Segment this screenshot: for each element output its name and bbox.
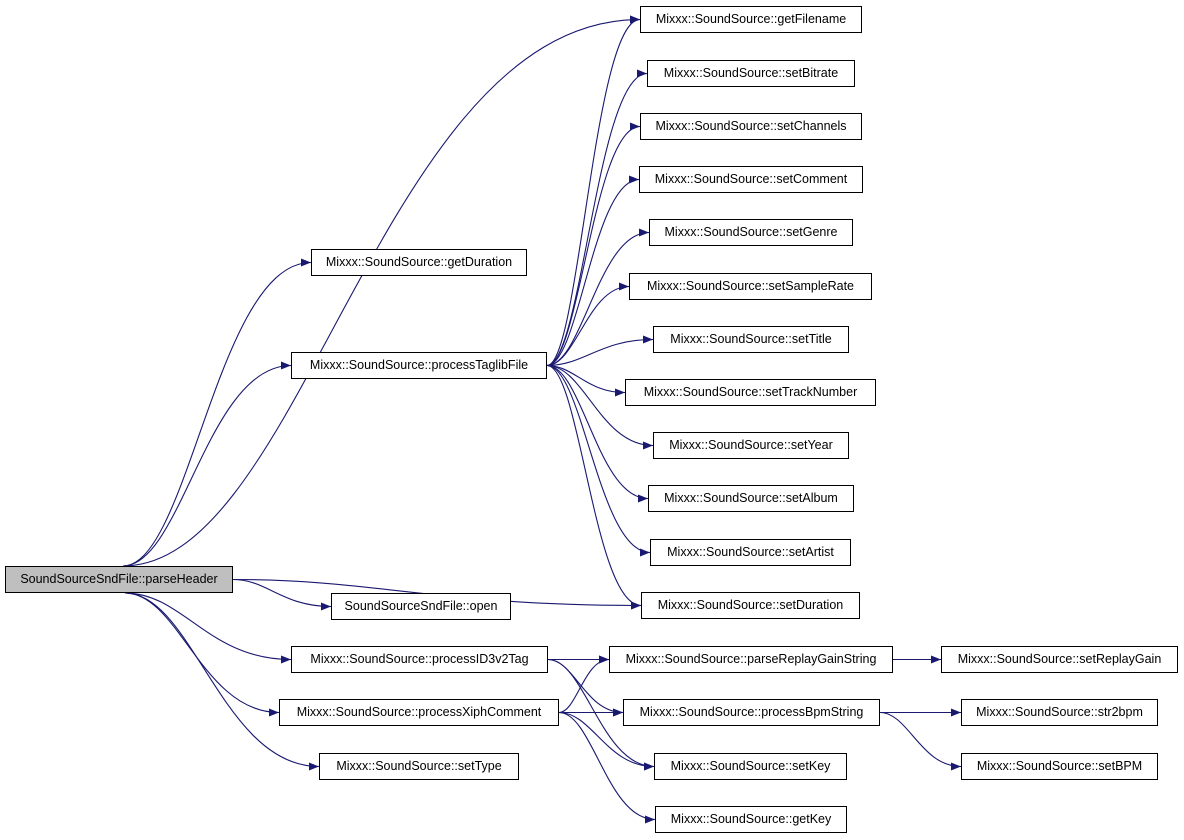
node-settype[interactable]: Mixxx::SoundSource::setType bbox=[319, 753, 519, 780]
node-setchannels[interactable]: Mixxx::SoundSource::setChannels bbox=[640, 113, 862, 140]
edge-processbpmstring-to-setbpm bbox=[879, 711, 962, 771]
node-setalbum[interactable]: Mixxx::SoundSource::setAlbum bbox=[648, 485, 854, 512]
node-setreplaygain[interactable]: Mixxx::SoundSource::setReplayGain bbox=[941, 646, 1178, 673]
edge-processtaglibfile-to-setcomment bbox=[546, 175, 640, 367]
node-setbpm[interactable]: Mixxx::SoundSource::setBPM bbox=[961, 753, 1158, 780]
edge-processtaglibfile-to-getfilename bbox=[546, 15, 641, 367]
node-setduration[interactable]: Mixxx::SoundSource::setDuration bbox=[641, 592, 860, 619]
edge-processxiphcomment-to-parsereplaygainstring bbox=[558, 655, 610, 714]
node-processxiphcomment[interactable]: Mixxx::SoundSource::processXiphComment bbox=[279, 699, 559, 726]
edge-root-to-processid3v2tag bbox=[124, 592, 292, 664]
node-parsereplaygainstring[interactable]: Mixxx::SoundSource::parseReplayGainStrin… bbox=[609, 646, 893, 673]
node-processid3v2tag[interactable]: Mixxx::SoundSource::processID3v2Tag bbox=[291, 646, 548, 673]
edge-processtaglibfile-to-settracknumber bbox=[546, 364, 626, 397]
node-setyear[interactable]: Mixxx::SoundSource::setYear bbox=[653, 432, 849, 459]
node-open[interactable]: SoundSourceSndFile::open bbox=[331, 593, 511, 620]
node-getfilename[interactable]: Mixxx::SoundSource::getFilename bbox=[640, 6, 862, 33]
node-setgenre[interactable]: Mixxx::SoundSource::setGenre bbox=[649, 219, 853, 246]
node-setsamplerate[interactable]: Mixxx::SoundSource::setSampleRate bbox=[629, 273, 872, 300]
node-getduration[interactable]: Mixxx::SoundSource::getDuration bbox=[311, 249, 527, 276]
edge-root-to-getfilename bbox=[122, 15, 641, 567]
node-parseheader[interactable]: SoundSourceSndFile::parseHeader bbox=[5, 566, 233, 593]
edge-root-to-settype bbox=[124, 592, 320, 771]
edge-processxiphcomment-to-setkey bbox=[558, 711, 655, 771]
node-setcomment[interactable]: Mixxx::SoundSource::setComment bbox=[639, 166, 863, 193]
edge-processtaglibfile-to-setchannels bbox=[546, 122, 641, 367]
node-str2bpm[interactable]: Mixxx::SoundSource::str2bpm bbox=[961, 699, 1158, 726]
edge-processtaglibfile-to-setduration bbox=[546, 364, 642, 610]
node-getkey[interactable]: Mixxx::SoundSource::getKey bbox=[655, 806, 847, 833]
edge-processtaglibfile-to-setsamplerate bbox=[546, 282, 630, 367]
edge-processtaglibfile-to-setalbum bbox=[546, 364, 649, 503]
edge-processtaglibfile-to-setyear bbox=[546, 364, 654, 450]
edge-processtaglibfile-to-setartist bbox=[546, 364, 651, 557]
node-setbitrate[interactable]: Mixxx::SoundSource::setBitrate bbox=[647, 60, 855, 87]
node-processtaglibfile[interactable]: Mixxx::SoundSource::processTaglibFile bbox=[291, 352, 547, 379]
edge-root-to-open bbox=[232, 578, 332, 611]
edge-processxiphcomment-to-getkey bbox=[558, 711, 656, 824]
edge-root-to-processxiphcomment bbox=[124, 592, 280, 717]
edge-processtaglibfile-to-settitle bbox=[546, 335, 654, 367]
node-setartist[interactable]: Mixxx::SoundSource::setArtist bbox=[650, 539, 851, 566]
edge-root-to-processtaglibfile bbox=[122, 361, 292, 567]
edge-root-to-getduration bbox=[122, 258, 312, 567]
node-settracknumber[interactable]: Mixxx::SoundSource::setTrackNumber bbox=[625, 379, 876, 406]
edge-processtaglibfile-to-setbitrate bbox=[546, 69, 648, 367]
node-setkey[interactable]: Mixxx::SoundSource::setKey bbox=[654, 753, 847, 780]
edge-root-to-setduration bbox=[232, 578, 642, 610]
node-processbpmstring[interactable]: Mixxx::SoundSource::processBpmString bbox=[623, 699, 880, 726]
node-settitle[interactable]: Mixxx::SoundSource::setTitle bbox=[653, 326, 849, 353]
